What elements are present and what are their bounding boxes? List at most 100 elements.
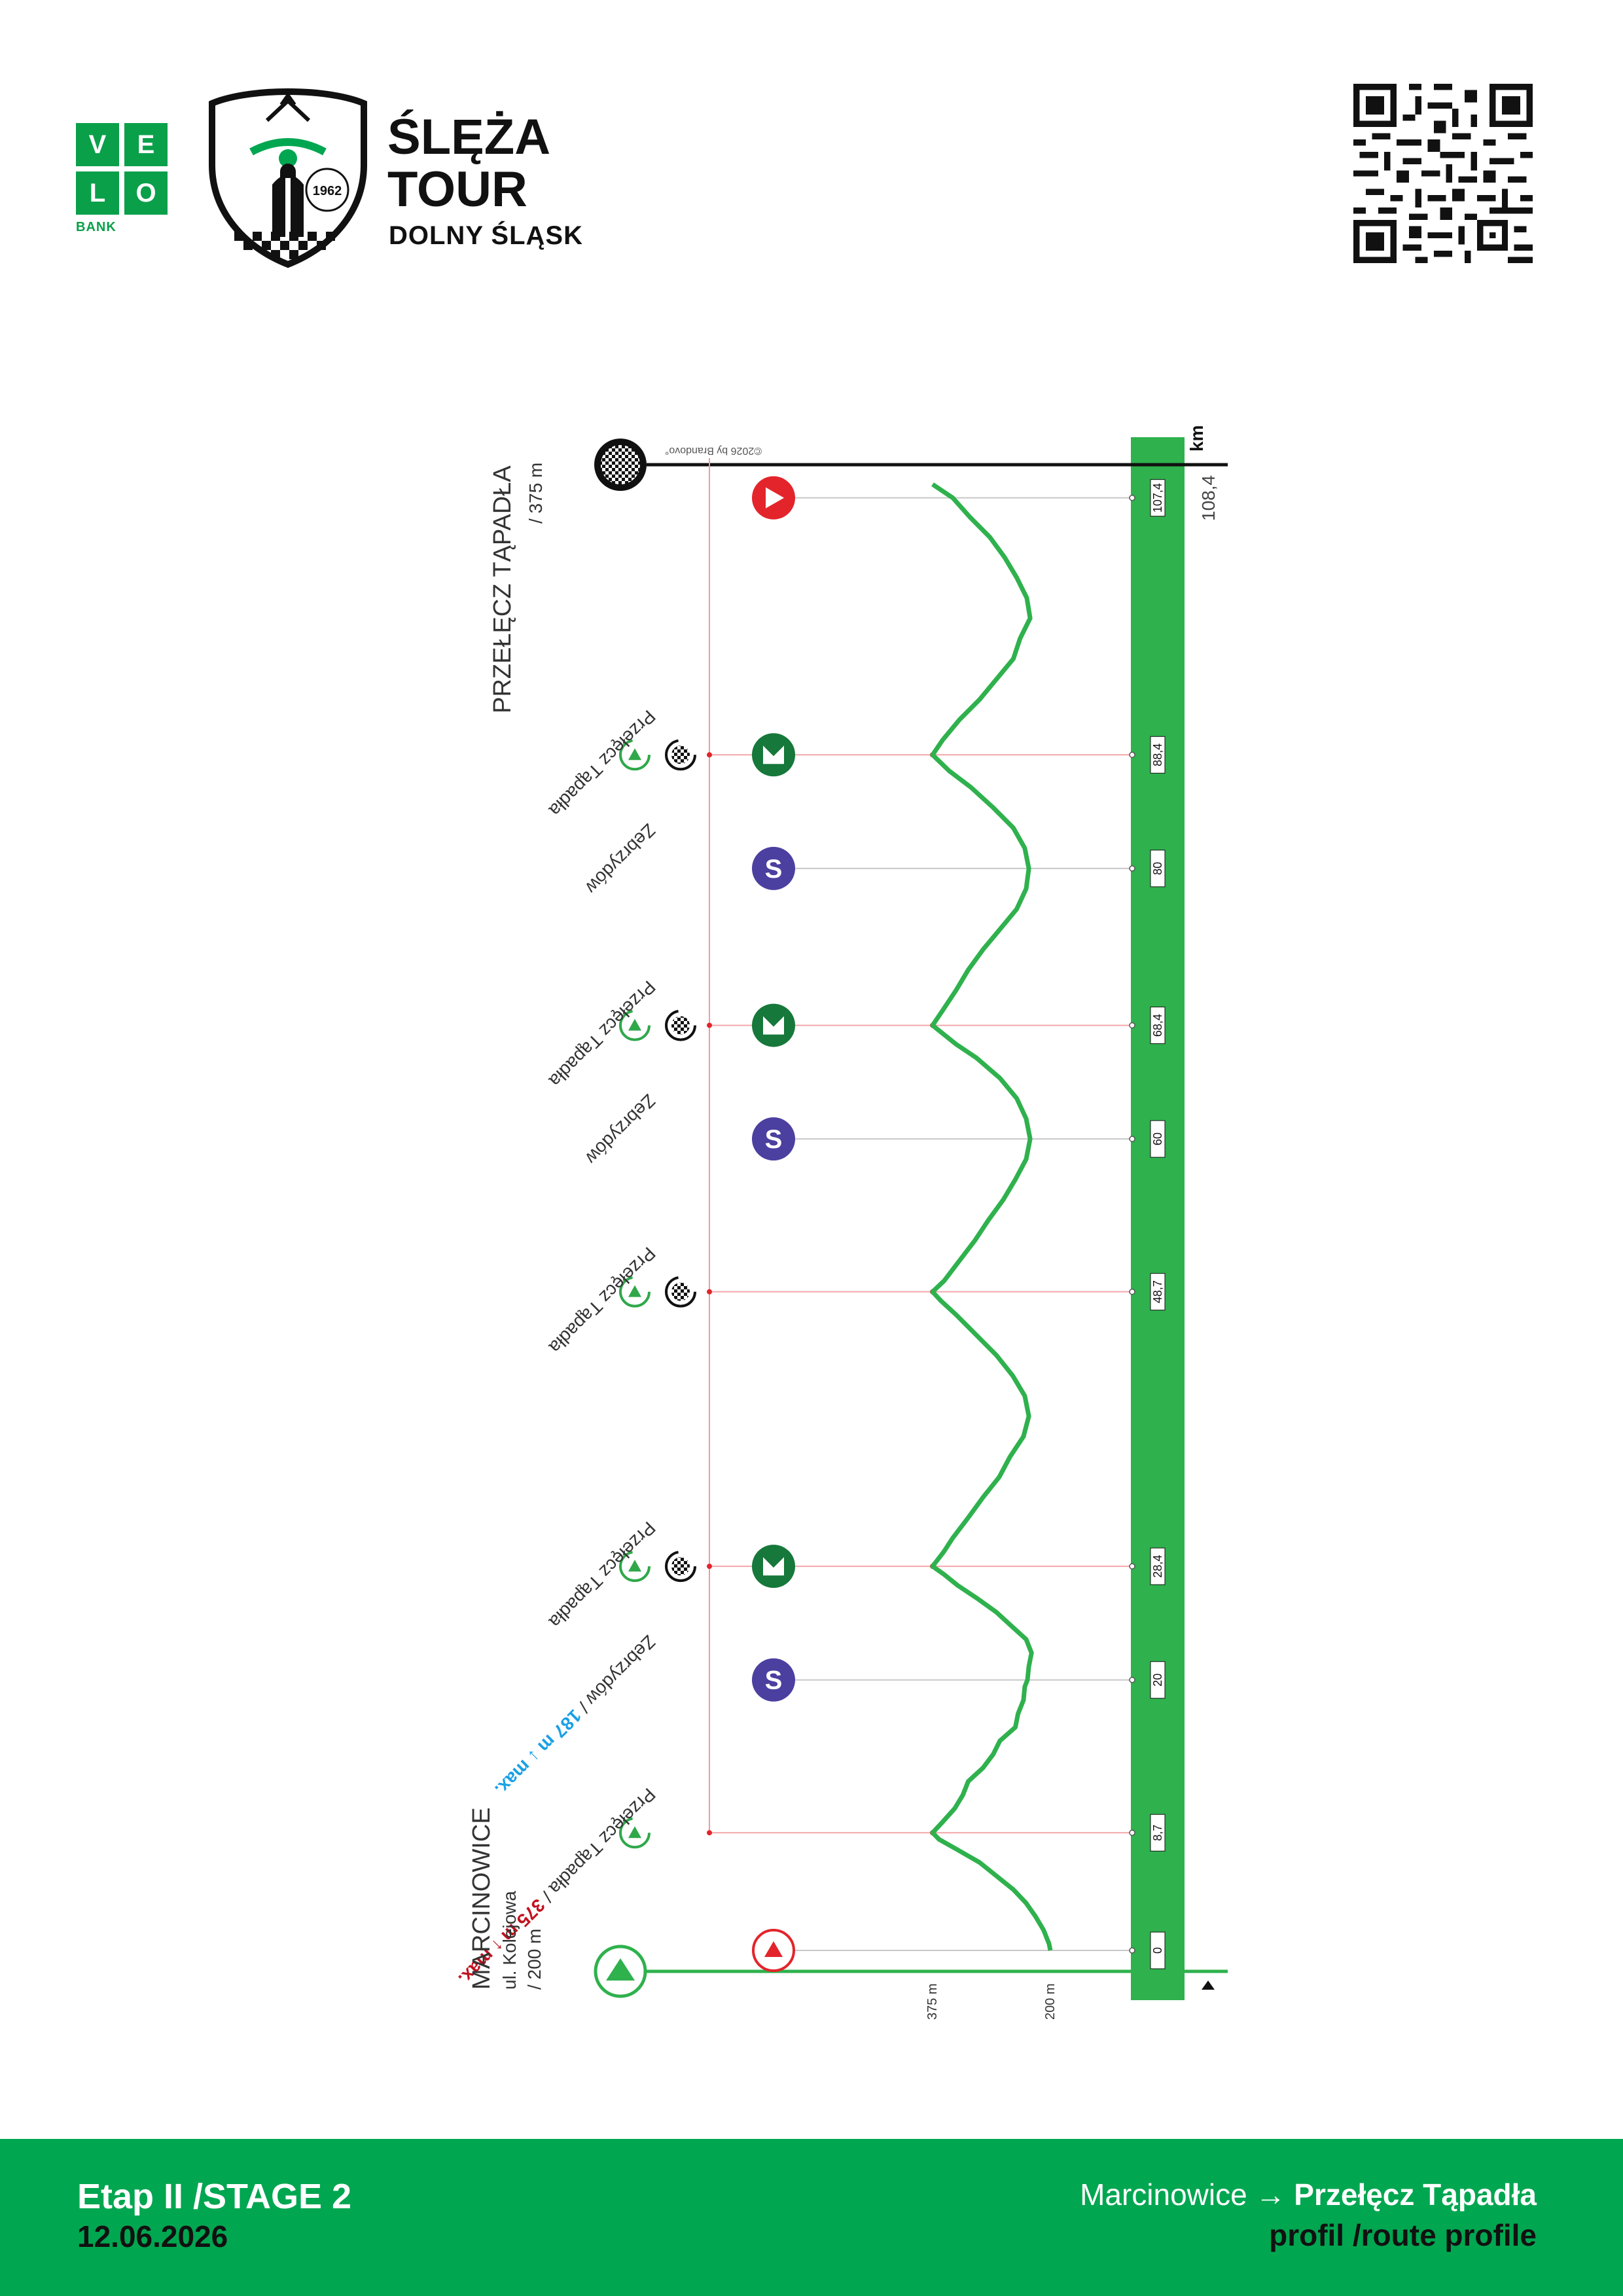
climb-icon: [619, 1276, 651, 1308]
mountain-icon: [763, 745, 784, 764]
marker-dot: [1129, 1947, 1135, 1954]
km-label-bg: [1150, 479, 1166, 517]
finish-name: PRZEŁĘCZ TĄPADŁA: [489, 465, 516, 713]
marker-dot: [1129, 1563, 1135, 1570]
finish-icon: [766, 487, 784, 509]
km-label-bg: [1150, 1273, 1166, 1311]
sprint-icon-circle: [752, 1658, 795, 1702]
lap-icon: [665, 1276, 696, 1308]
km-label: 48,7: [1151, 1280, 1164, 1303]
credit-label: ©2026 by Brandovo°: [665, 445, 762, 456]
marker-peak-dot: [707, 1289, 712, 1295]
distance-bar: [1131, 437, 1185, 2000]
climb-icon: [619, 1817, 651, 1849]
climb-arrow-icon: [628, 1560, 641, 1572]
km-label-box: 107,4: [1150, 479, 1166, 517]
marker-dot: [1129, 1136, 1135, 1142]
velo-letter: V: [76, 123, 119, 166]
marker-peak-dot: [707, 1022, 712, 1028]
velo-bank-logo: V E L O BANK: [76, 123, 171, 234]
min-elevation-label: 187 m ↓ max.: [491, 1706, 585, 1800]
finish-elevation: / 375 m: [526, 463, 546, 524]
km-label: 60: [1151, 1132, 1164, 1145]
km-direction-arrow-icon: [1202, 1981, 1215, 1990]
route-arrow-icon: →: [1255, 2178, 1286, 2212]
start-elevation: / 200 m: [524, 1929, 544, 1990]
climb-arrow-icon: [628, 1285, 641, 1297]
marker-place-label: Zebrzydów: [581, 820, 659, 898]
stage-date: 12.06.2026: [77, 2219, 228, 2253]
velo-letter: O: [124, 171, 168, 215]
mountain-icon: [763, 1016, 784, 1035]
km-label: 107,4: [1151, 483, 1164, 512]
start-triangle-icon: [764, 1941, 783, 1957]
footer-band: [0, 2139, 1623, 2296]
marker-dot: [1129, 1829, 1135, 1836]
marker-place-label: Zebrzydów / 187 m ↓ max.: [491, 1631, 659, 1799]
km-label-bg: [1150, 1120, 1166, 1158]
shield-year: 1962: [313, 184, 342, 198]
route-start: Marcinowice: [1080, 2178, 1247, 2212]
mountain-icon-circle: [752, 733, 795, 777]
sprint-icon: S: [765, 855, 783, 884]
km-label: 20: [1151, 1674, 1164, 1687]
km-axis-label: km: [1186, 425, 1207, 452]
km-label-box: 88,4: [1150, 736, 1166, 774]
sprint-icon-circle: [752, 1117, 795, 1161]
km-label: 80: [1151, 862, 1164, 875]
km-label-bg: [1150, 1661, 1166, 1699]
lap-checker-icon: [671, 1016, 690, 1035]
elevation-tick-label: 375 m: [925, 1983, 940, 2020]
marker-peak-dot: [707, 752, 712, 758]
km-label-bg: [1150, 1007, 1166, 1045]
finish-flag-icon: [594, 439, 647, 491]
km-label-box: 80: [1150, 850, 1166, 888]
elevation-profile-line: [930, 482, 1053, 1951]
route-end: Przełęcz Tąpadła: [1294, 2178, 1537, 2212]
qr-code-icon: [1353, 84, 1533, 263]
shield-logo-icon: 1962: [209, 88, 367, 268]
route-subtitle: profil /route profile: [1269, 2218, 1537, 2252]
climb-arrow-icon: [628, 1826, 641, 1839]
route-title: Marcinowice → Przełęcz Tąpadła: [1080, 2177, 1537, 2212]
marker-dot: [1129, 494, 1135, 501]
marker-dot: [1129, 865, 1135, 872]
sprint-icon-circle: [752, 846, 795, 890]
velo-bank-label: BANK: [76, 220, 116, 234]
climb-icon: [619, 1551, 651, 1583]
mountain-icon-circle: [752, 1545, 795, 1588]
lap-checker-icon: [671, 745, 690, 764]
start-street: ul. Kolejowa: [499, 1891, 520, 1990]
climb-icon: [619, 739, 651, 771]
km-label-box: 68,4: [1150, 1007, 1166, 1045]
brand-title: ŚLĘŻA TOUR: [387, 111, 550, 216]
km-label-box: 60: [1150, 1120, 1166, 1158]
marker-place-label: Przełęcz Tąpadła: [545, 977, 660, 1091]
km-label: 88,4: [1151, 744, 1164, 766]
velo-letter: L: [76, 171, 119, 215]
marker-peak-dot: [707, 1830, 712, 1836]
km-label-box: 48,7: [1150, 1273, 1166, 1311]
total-distance-label: 108,4: [1198, 475, 1219, 521]
km-label: 68,4: [1151, 1014, 1164, 1037]
lap-checker-icon: [671, 1282, 690, 1301]
km-label-bg: [1150, 850, 1166, 888]
mountain-icon-circle: [752, 1003, 795, 1047]
climb-arrow-icon: [628, 748, 641, 761]
km-label: 28,4: [1151, 1555, 1164, 1578]
lap-icon: [665, 739, 696, 771]
stage-label: Etap II /STAGE 2: [77, 2177, 352, 2216]
marker-place-label: Przełęcz Tąpadła: [545, 706, 660, 821]
brand-title-line2: TOUR: [387, 162, 527, 217]
marker-dot: [1129, 1676, 1135, 1683]
km-label-box: 20: [1150, 1661, 1166, 1699]
sprint-icon: S: [765, 1125, 783, 1154]
start-name: MARCINOWICE: [468, 1807, 495, 1990]
marker-place-label: Przełęcz Tąpadła: [545, 1518, 660, 1632]
km-label: 0: [1151, 1947, 1164, 1954]
km-label: 8,7: [1151, 1825, 1164, 1841]
km-label-bg: [1150, 1931, 1166, 1969]
km-label-bg: [1150, 736, 1166, 774]
